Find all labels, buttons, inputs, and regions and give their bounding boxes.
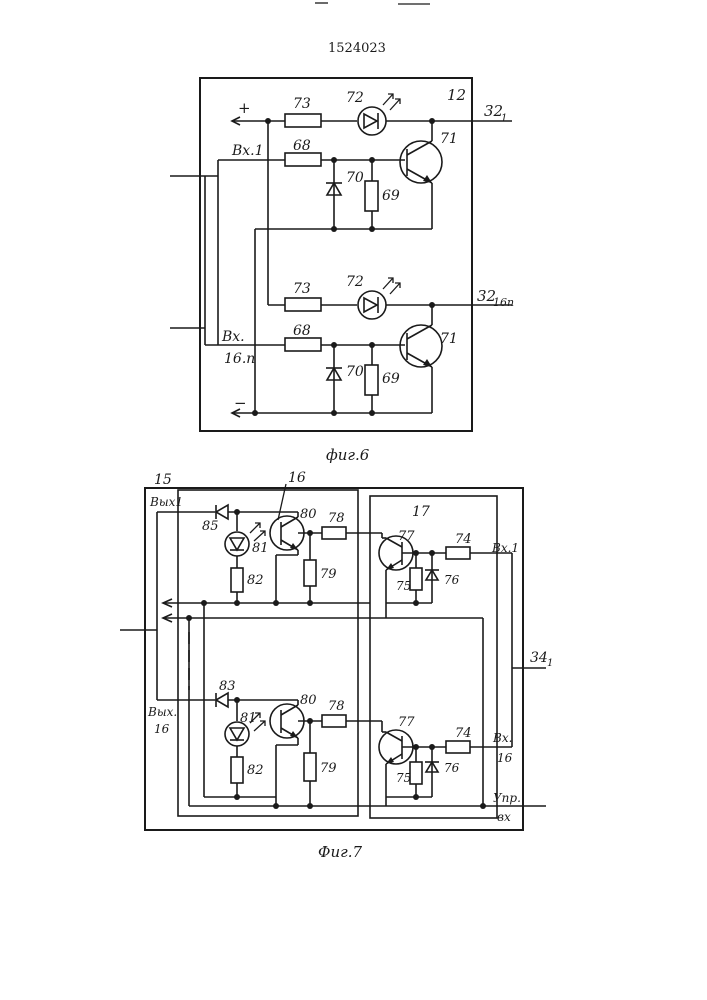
r68-label: 68: [293, 138, 311, 154]
fig6-caption: фиг.6: [326, 446, 370, 464]
r69-label: 69: [382, 188, 400, 204]
resistor-74-lower: [446, 741, 470, 753]
junction-dot: [273, 803, 279, 809]
junction-dot: [480, 803, 486, 809]
plus-label: +: [238, 99, 251, 117]
resistor-73-lower: [285, 298, 321, 311]
q80-label: 80: [300, 507, 317, 522]
q77-label-2: 77: [398, 715, 415, 730]
resistor-78-lower: [322, 715, 346, 727]
r75-label-2: 75: [396, 771, 411, 785]
resistor-68-lower: [285, 338, 321, 351]
out16-label-a: Вых.: [147, 705, 177, 719]
junction-dot: [307, 803, 313, 809]
minus-label: −: [234, 394, 247, 412]
d70-label: 70: [346, 170, 364, 186]
junction-dot: [413, 794, 419, 800]
resistor-82-lower: [231, 757, 243, 783]
ext-label: 34: [530, 650, 548, 666]
out-bottom-sub: 16п: [493, 296, 514, 309]
led81-label: 81: [252, 541, 269, 556]
junction-dot: [413, 600, 419, 606]
resistor-78-upper: [322, 527, 346, 539]
led81-label-2: 81: [240, 711, 257, 726]
block-17-frame: [370, 496, 497, 818]
ctrl-label-a: Упр.: [493, 791, 521, 805]
junction-dot: [331, 226, 337, 232]
r74-label-2: 74: [455, 726, 472, 741]
in16-label-a: Вх.: [221, 329, 245, 345]
transistor-71-lower-icon: [400, 325, 442, 367]
led-72-lower-icon: [358, 278, 400, 319]
d76-label: 76: [444, 573, 460, 587]
figure-6: 12 Вх.1 Вх. 16.п + − 73: [170, 78, 514, 464]
r69-label-2: 69: [382, 371, 400, 387]
d83-label: 83: [219, 679, 236, 694]
in1-label: Вх.1: [231, 143, 264, 159]
resistor-75-lower: [410, 762, 422, 784]
resistor-82-upper: [231, 568, 243, 592]
d85-label: 85: [202, 519, 219, 534]
q77-label: 77: [398, 529, 415, 544]
r82-label: 82: [247, 573, 264, 588]
q71-label: 71: [440, 131, 458, 147]
out1-label: Вых1: [149, 495, 183, 509]
resistor-79-upper: [304, 560, 316, 586]
in16-label-a: Вх.: [492, 731, 512, 745]
d70-label-2: 70: [346, 364, 364, 380]
ext-sub: 1: [547, 658, 553, 669]
in1-label: Вх.1: [491, 541, 519, 555]
q71-label-2: 71: [440, 331, 458, 347]
junction-dot: [307, 600, 313, 606]
patent-number: 1524023: [328, 41, 386, 56]
resistor-69-lower: [365, 365, 378, 395]
q80-label-2: 80: [300, 693, 317, 708]
r75-label: 75: [396, 579, 411, 593]
r68-label-2: 68: [293, 323, 311, 339]
r82-label-2: 82: [247, 763, 264, 778]
resistor-75-upper: [410, 568, 422, 590]
resistor-74-upper: [446, 547, 470, 559]
block15-label: 15: [154, 472, 172, 488]
junction-dot: [265, 118, 271, 124]
resistor-73-upper: [285, 114, 321, 127]
resistor-69-upper: [365, 181, 378, 211]
led-72-icon: [358, 94, 400, 135]
junction-dot: [369, 410, 375, 416]
diode-83-icon: [216, 693, 228, 707]
block-12-label: 12: [447, 86, 466, 104]
r74-label: 74: [455, 532, 472, 547]
resistor-68-upper: [285, 153, 321, 166]
r73-label-2: 73: [293, 281, 311, 297]
transistor-71-icon: [400, 141, 442, 183]
in16-label-b: 16.п: [224, 351, 255, 367]
in16-label-b: 16: [497, 751, 513, 765]
junction-dot: [234, 794, 240, 800]
junction-dot: [369, 226, 375, 232]
r78-label-2: 78: [328, 699, 345, 714]
led72-label-2: 72: [346, 274, 364, 290]
figure-7: 15 16 17 Вых1 Вых. 16 85: [120, 470, 553, 861]
junction-dot: [252, 410, 258, 416]
block17-label: 17: [412, 504, 430, 520]
block16-label: 16: [288, 470, 306, 486]
fig7-caption: Фиг.7: [318, 843, 362, 861]
led72-label: 72: [346, 90, 364, 106]
out16-label-b: 16: [154, 722, 170, 736]
ctrl-label-b: вх: [497, 810, 511, 824]
r78-label: 78: [328, 511, 345, 526]
d76-label-2: 76: [444, 761, 460, 775]
r73-label: 73: [293, 96, 311, 112]
resistor-79-lower: [304, 753, 316, 781]
r79-label: 79: [320, 567, 337, 582]
out-top-sub: 1: [501, 113, 507, 124]
junction-dot: [331, 410, 337, 416]
diode-85-icon: [216, 505, 228, 519]
r79-label-2: 79: [320, 761, 337, 776]
